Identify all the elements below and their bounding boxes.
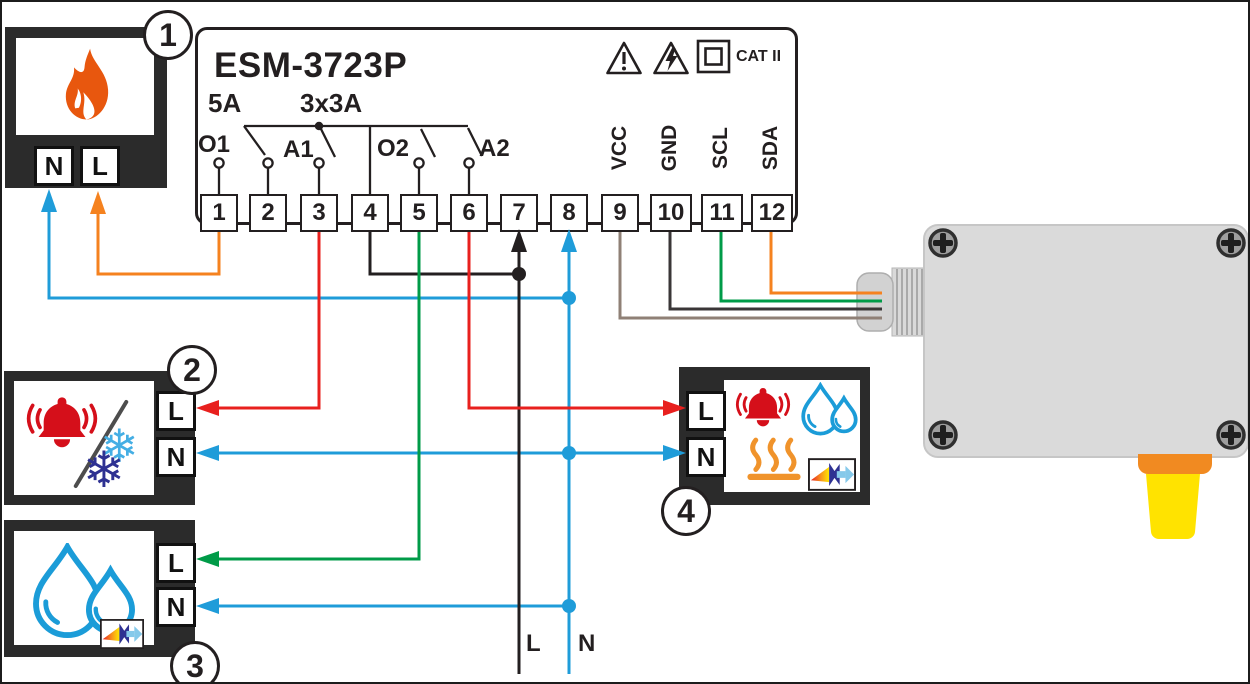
terminal-8: 8 — [550, 194, 588, 232]
terminal-5: 5 — [400, 194, 438, 232]
device-3-terminal-l: L — [156, 543, 196, 583]
arrow-up-icon — [511, 229, 527, 252]
device-1-terminal-l: L — [80, 146, 120, 186]
arrow-up-icon — [561, 229, 577, 252]
terminal-9: 9 — [601, 194, 639, 232]
screw-icons — [928, 228, 1246, 450]
terminal-10: 10 — [650, 194, 692, 232]
flame-icon — [65, 48, 109, 120]
terminal-6: 6 — [450, 194, 488, 232]
snowflake-light-icon: ❄ — [100, 419, 139, 473]
wire-o2-green — [196, 232, 421, 567]
device-4-combined: L N — [679, 367, 870, 505]
sensor-cable-wires — [618, 232, 882, 320]
device-2-panel — [14, 381, 154, 495]
device-4-terminal-l: L — [686, 391, 726, 431]
controller-title: ESM-3723P — [214, 46, 408, 85]
arrow-up-icon — [41, 189, 57, 212]
device-2-badge: 2 — [167, 345, 217, 395]
device-4-terminal-n: N — [686, 437, 726, 477]
terminal-2: 2 — [249, 194, 287, 232]
arrow-left-icon — [196, 445, 219, 461]
pin-label-gnd: GND — [658, 124, 681, 172]
terminal-7: 7 — [500, 194, 538, 232]
device-3-humidifier: L N — [4, 520, 196, 657]
contact-label-a2: A2 — [479, 135, 510, 162]
device-3-badge: 3 — [170, 641, 220, 682]
mains-live-label: L — [526, 630, 541, 657]
terminal-4: 4 — [351, 194, 389, 232]
device-4-badge: 4 — [661, 486, 711, 536]
terminal-1: 1 — [200, 194, 238, 232]
contact-label-o1: O1 — [198, 131, 231, 158]
device-4-panel — [724, 380, 860, 492]
sensor-enclosure — [923, 224, 1248, 458]
snowflake-dark-icon: ❄ — [83, 441, 125, 499]
device-2-terminal-n: N — [156, 437, 196, 477]
fan-blower-icon — [100, 619, 144, 649]
fan-blower-icon — [808, 458, 856, 491]
heating-icon — [747, 437, 801, 480]
warning-icon — [606, 41, 642, 75]
device-1-terminal-n: N — [34, 146, 74, 186]
alarm-bell-icon — [26, 397, 98, 448]
device-2-terminal-l: L — [156, 391, 196, 431]
arrow-up-icon — [90, 191, 106, 214]
cat-ii-label: CAT II — [736, 48, 782, 65]
arrow-left-icon — [196, 598, 219, 614]
device-3-terminal-n: N — [156, 587, 196, 627]
wire-live-black — [368, 229, 527, 674]
device-3-panel — [14, 531, 154, 649]
class-ii-insulation-icon — [696, 39, 731, 74]
device-1-heater: N L — [5, 27, 167, 188]
arrow-left-icon — [196, 400, 219, 416]
alarm-bell-icon — [735, 388, 791, 427]
water-drops-icon — [801, 382, 858, 436]
electric-shock-icon — [653, 41, 689, 75]
relay-rating-5a: 5A — [208, 88, 242, 118]
sensor-probe-icon — [1138, 454, 1212, 540]
terminal-3: 3 — [300, 194, 338, 232]
cable-gland-icon — [856, 267, 927, 337]
mains-neutral-label: N — [578, 630, 596, 657]
arrow-left-icon — [196, 551, 219, 567]
contact-label-o2: O2 — [377, 135, 410, 162]
device-2-alarm-cooling: ❄ ❄ L N — [4, 371, 196, 505]
device-1-panel — [16, 38, 154, 135]
pin-label-vcc: VCC — [608, 125, 631, 171]
wire-a2-red — [467, 232, 686, 416]
wire-a1-red — [196, 232, 321, 416]
terminal-12: 12 — [751, 194, 793, 232]
terminal-11: 11 — [701, 194, 743, 232]
device-1-badge: 1 — [143, 10, 193, 60]
relay-rating-3x3a: 3x3A — [300, 88, 363, 118]
pin-label-scl: SCL — [709, 127, 732, 169]
pin-label-sda: SDA — [759, 125, 782, 171]
contact-label-a1: A1 — [283, 136, 314, 163]
